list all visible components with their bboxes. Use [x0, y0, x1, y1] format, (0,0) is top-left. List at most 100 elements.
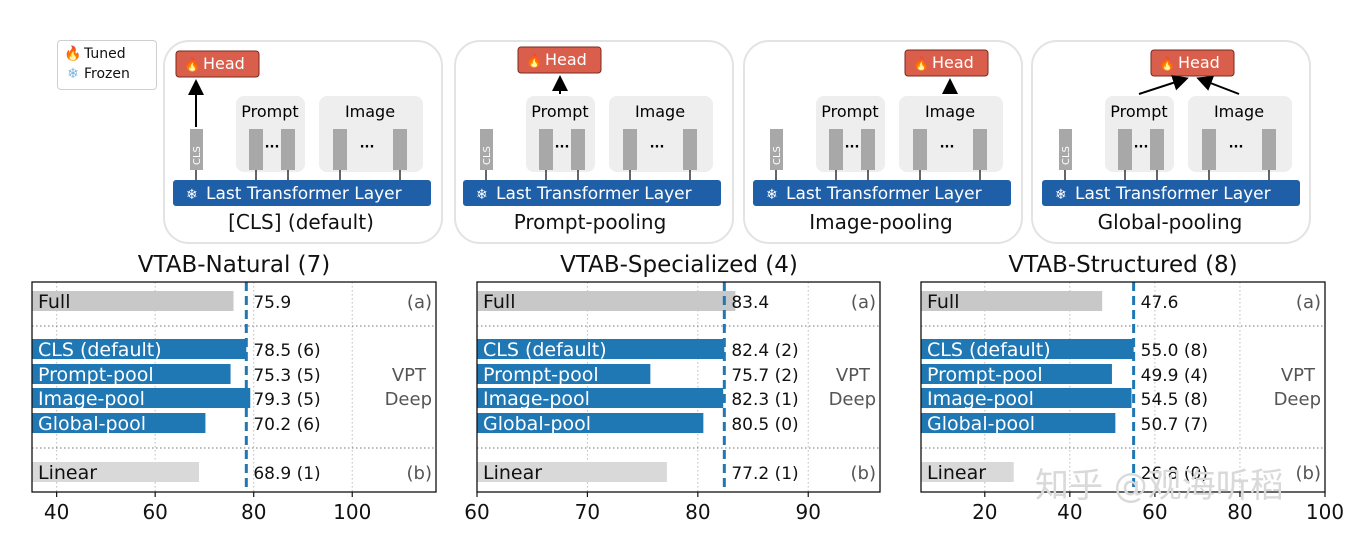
group-label-vpt: VPT: [836, 365, 871, 386]
head-box: [517, 46, 602, 74]
category-label: Full: [927, 291, 960, 313]
category-label: CLS (default): [38, 339, 162, 361]
plot-frame: [31, 281, 437, 493]
category-label: Image-pool: [483, 388, 590, 410]
bar-full: [921, 291, 1103, 311]
image-token: [683, 129, 697, 170]
x-tick-label: 100: [1306, 500, 1344, 524]
group-label-b: (b): [1296, 463, 1321, 484]
snowflake-icon: ❄: [476, 187, 488, 203]
diagram-variant-global: ❄Last Transformer LayerCLSPrompt···Image…: [1042, 49, 1300, 206]
category-label: Full: [38, 291, 71, 313]
image-dots: ···: [650, 140, 665, 155]
panel-title-cls: [CLS] (default): [228, 210, 374, 234]
bar-full: [32, 291, 234, 311]
bar-image-pool: [477, 388, 724, 408]
prompt-token: [281, 129, 295, 170]
value-label: 55.0 (8): [1141, 341, 1208, 361]
fire-icon: 🔥: [1159, 56, 1175, 72]
value-label: 68.9 (1): [253, 464, 320, 484]
snowflake-icon: ❄: [1055, 187, 1067, 203]
group-label-a: (a): [851, 292, 876, 313]
chart-title-structured: VTAB-Structured (8): [1008, 252, 1238, 278]
image-label: Image: [345, 102, 395, 121]
cls-token: [480, 129, 493, 170]
bar-cls-default-: [921, 339, 1134, 359]
image-dots: ···: [1229, 140, 1244, 155]
image-label: Image: [635, 102, 685, 121]
prompt-dots: ···: [555, 140, 570, 155]
x-tick-label: 80: [241, 500, 266, 524]
snowflake-icon: ❄: [67, 66, 79, 82]
legend-box: 🔥 Tuned ❄ Frozen: [57, 40, 157, 90]
value-label: 54.5 (8): [1141, 390, 1208, 410]
cls-token-label: CLS: [482, 146, 493, 165]
x-tick-label: 40: [1057, 500, 1082, 524]
head-label: Head: [932, 53, 974, 72]
value-label: 83.4: [731, 293, 769, 313]
category-label: Image-pool: [927, 388, 1034, 410]
group-label-deep: Deep: [1274, 389, 1321, 410]
bar-image-pool: [32, 388, 251, 408]
panel-title-global-pooling: Global-pooling: [1097, 210, 1243, 234]
group-label-a: (a): [1296, 292, 1321, 313]
head-label: Head: [545, 50, 587, 69]
cls-token: [1059, 129, 1072, 170]
category-label: Global-pool: [927, 413, 1035, 435]
image-token: [333, 129, 347, 170]
image-label: Image: [925, 102, 975, 121]
head-box: [175, 50, 260, 78]
category-label: Linear: [927, 462, 986, 484]
x-tick-label: 20: [972, 500, 997, 524]
category-label: Image-pool: [38, 388, 145, 410]
cls-token-label: CLS: [1061, 146, 1072, 165]
prompt-dots: ···: [265, 140, 280, 155]
value-label: 75.3 (5): [253, 366, 320, 386]
diagram-variant-image: ❄Last Transformer LayerCLSPrompt···Image…: [753, 49, 1011, 206]
fire-icon: 🔥: [64, 46, 82, 62]
fire-icon: 🔥: [526, 53, 542, 69]
transformer-layer-bar: [1042, 180, 1300, 206]
cls-token-label: CLS: [192, 146, 203, 165]
category-label: Linear: [483, 462, 542, 484]
image-token: [973, 129, 987, 170]
fire-icon: 🔥: [184, 57, 200, 73]
head-label: Head: [1178, 53, 1220, 72]
bar-prompt-pool: [477, 364, 651, 384]
legend-frozen-label: Frozen: [84, 66, 130, 82]
transformer-layer-bar: [753, 180, 1011, 206]
fire-icon: 🔥: [913, 56, 929, 72]
value-label: 49.9 (4): [1141, 366, 1208, 386]
snowflake-icon: ❄: [766, 187, 778, 203]
panel-title-prompt-pooling: Prompt-pooling: [513, 210, 667, 234]
group-label-a: (a): [407, 292, 432, 313]
head-label: Head: [203, 54, 245, 73]
x-tick-label: 80: [685, 500, 710, 524]
x-tick-label: 90: [796, 500, 821, 524]
category-label: CLS (default): [483, 339, 607, 361]
image-token: [393, 129, 407, 170]
layer-label: Last Transformer Layer: [786, 184, 982, 204]
group-label-b: (b): [407, 463, 432, 484]
plot-frame: [920, 281, 1326, 493]
value-label: 82.4 (2): [731, 341, 798, 361]
value-label: 79.3 (5): [253, 390, 320, 410]
image-dots: ···: [360, 140, 375, 155]
legend-tuned-label: Tuned: [84, 46, 126, 62]
bar-full: [477, 291, 736, 311]
prompt-token: [571, 129, 585, 170]
bar-prompt-pool: [32, 364, 231, 384]
prompt-token: [829, 129, 843, 170]
category-label: Prompt-pool: [927, 364, 1043, 386]
x-tick-label: 40: [44, 500, 69, 524]
image-label: Image: [1214, 102, 1264, 121]
value-label: 77.2 (1): [731, 464, 798, 484]
x-tick-label: 60: [142, 500, 167, 524]
group-label-vpt: VPT: [1281, 365, 1316, 386]
prompt-label: Prompt: [531, 102, 588, 121]
value-label: 47.6: [1141, 293, 1179, 313]
prompt-token: [1118, 129, 1132, 170]
transformer-layer-bar: [463, 180, 721, 206]
head-box: [904, 49, 989, 77]
transformer-layer-bar: [173, 180, 431, 206]
